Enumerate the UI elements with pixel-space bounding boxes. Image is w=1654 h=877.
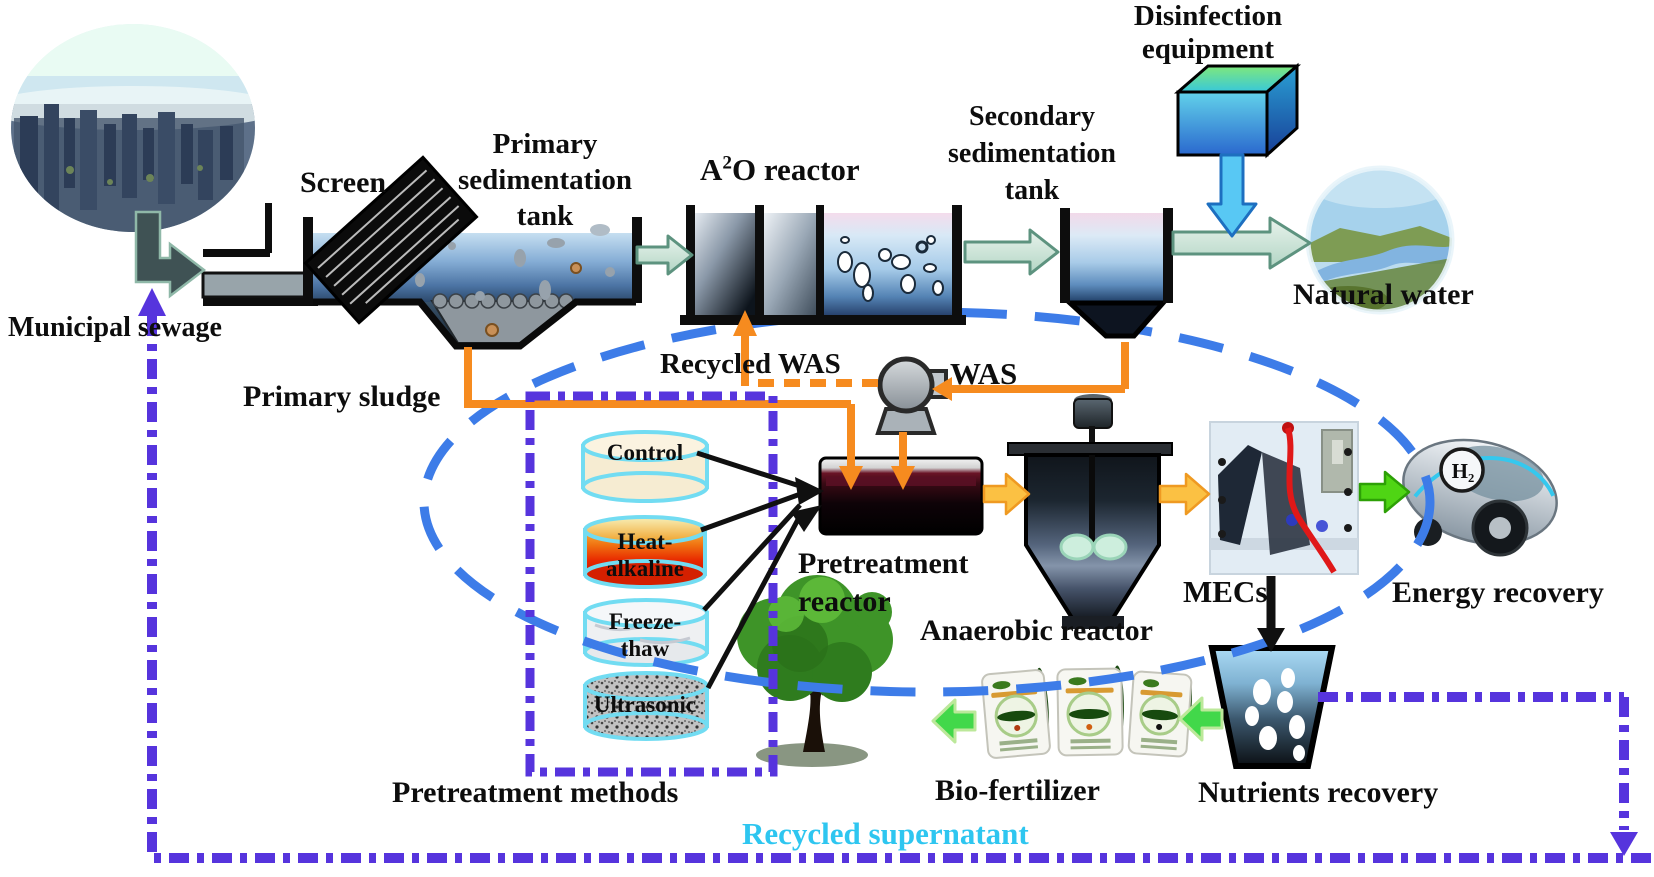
- label-mecs: MECs: [1183, 574, 1268, 609]
- label-a2o-reactor: A2O reactor: [700, 152, 860, 187]
- cylinder-feed-arrows: [696, 450, 807, 690]
- pretreatment-methods-box: [525, 391, 778, 777]
- mecs-photo: [1209, 421, 1359, 575]
- label-municipal-sewage: Municipal sewage: [8, 312, 222, 343]
- recycled-supernatant-loop: [147, 316, 1654, 863]
- bio-fertilizer-packages: [981, 665, 1193, 759]
- nutrients-bucket: [1208, 645, 1336, 769]
- natural-water-image: [1305, 165, 1455, 315]
- effluent-flow-arrows: [635, 216, 1312, 276]
- sludge-transfer-arrows: [982, 472, 1211, 516]
- a2o-reactor-tank: [680, 205, 966, 325]
- mecs-to-car-energy-arrow: [1358, 470, 1411, 514]
- fertilizer-to-tree-arrow: [931, 698, 977, 744]
- heat-alkaline-cylinder: [583, 515, 707, 589]
- label-cylinder-freeze-thaw: Freeze-thaw: [608, 609, 682, 661]
- label-nutrients-recovery: Nutrients recovery: [1198, 776, 1439, 809]
- label-recycled-was: Recycled WAS: [660, 348, 841, 380]
- label-natural-water: Natural water: [1293, 278, 1474, 311]
- bucket-to-fertilizer-arrow: [1178, 696, 1224, 742]
- disinfection-dosing-arrow: [1206, 153, 1258, 238]
- anaerobic-reactor-vessel: [1007, 394, 1173, 629]
- sludge-pipes: [464, 332, 1129, 470]
- label-pretreatment-reactor: Pretreatment reactor: [798, 547, 969, 618]
- secondary-to-river-arrow: [1171, 216, 1312, 270]
- label-cylinder-control: Control: [606, 440, 684, 465]
- label-primary-sludge: Primary sludge: [243, 380, 441, 413]
- inlet-pipe: [201, 203, 320, 306]
- supernatant-arrowheads: [138, 288, 1638, 856]
- ultrasonic-cylinder: [583, 671, 709, 741]
- label-cylinder-ultrasonic: Ultrasonic: [593, 692, 697, 717]
- sludge-pipe-arrowheads: [733, 310, 952, 490]
- label-recycled-supernatant: Recycled supernatant: [742, 816, 1029, 851]
- secondary-sedimentation-tank: [1060, 208, 1173, 339]
- label-secondary-sedimentation-tank: Secondary sedimentation tank: [948, 101, 1116, 206]
- was-pipe: [950, 342, 1129, 393]
- label-was: WAS: [950, 356, 1018, 391]
- label-cylinder-heat-alkaline: Heat-alkaline: [606, 529, 684, 581]
- fertilizer-flow-arrows: [931, 696, 1224, 744]
- bar-screen: [303, 155, 479, 325]
- pretreatment-cylinders: [581, 430, 709, 741]
- label-anaerobic-reactor: Anaerobic reactor: [920, 614, 1153, 647]
- anaerobic-to-mecs-arrow: [1158, 472, 1211, 516]
- was-pump: [875, 356, 948, 435]
- primary-to-a2o-arrow: [635, 234, 694, 276]
- primary-sludge-pipe: [464, 347, 855, 470]
- disinfection-equipment-box: [1173, 62, 1302, 159]
- city-image: [11, 24, 255, 232]
- cylinder-feed-arrowheads: [791, 477, 824, 532]
- label-disinfection-equipment: Disinfection equipment: [1133, 0, 1283, 65]
- sewage-inflow-elbow-arrow: [134, 210, 207, 299]
- h2-badge: H₂: [1451, 459, 1475, 483]
- label-energy-recovery: Energy recovery: [1392, 576, 1604, 609]
- primary-sedimentation-tank: [303, 155, 642, 350]
- label-pretreatment-methods: Pretreatment methods: [392, 776, 679, 809]
- label-screen: Screen: [300, 166, 387, 199]
- pretreatment-to-anaerobic-arrow: [982, 472, 1031, 516]
- a2o-to-secondary-arrow: [963, 228, 1060, 276]
- label-primary-sedimentation-tank: Primary sedimentation tank: [458, 128, 632, 232]
- mecs-to-nutrients-arrow: [1257, 576, 1285, 652]
- control-cylinder: [581, 430, 709, 503]
- label-bio-fertilizer: Bio-fertilizer: [935, 774, 1100, 807]
- h2-car-image: [1402, 438, 1558, 557]
